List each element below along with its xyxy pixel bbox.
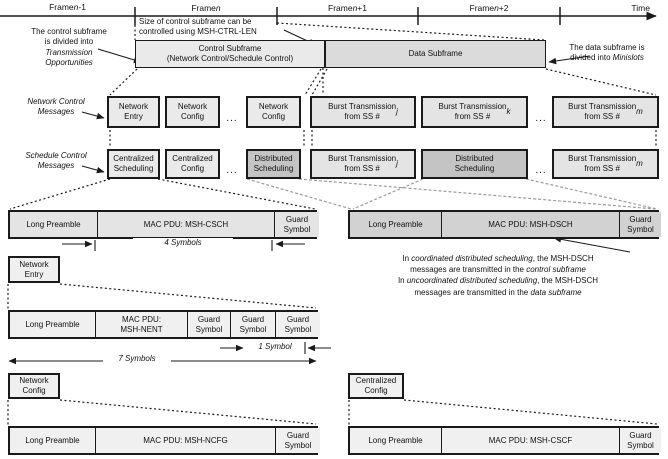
timeline-time-label: Time xyxy=(631,2,650,13)
cell-guard-symbol: Guard Symbol xyxy=(187,312,230,337)
seven-symbols-label: 7 Symbols xyxy=(103,354,171,363)
network-row-ellipsis: ... xyxy=(226,112,238,124)
network-row-ellipsis-2: ... xyxy=(535,112,547,124)
cell-long-preamble: Long Preamble xyxy=(350,212,441,237)
schedule-row-ellipsis: ... xyxy=(226,164,238,176)
cell-long-preamble: Long Preamble xyxy=(10,212,97,237)
data-subframe-box: Data Subframe xyxy=(325,40,546,68)
cell-long-preamble: Long Preamble xyxy=(350,428,441,453)
one-symbol-label: 1 Symbol xyxy=(246,342,304,351)
cell-guard-symbol: Guard Symbol xyxy=(274,212,319,237)
csch-strip: Long Preamble MAC PDU: MSH-CSCH Guard Sy… xyxy=(8,210,319,239)
cell-mac-pdu-msh-nent: MAC PDU: MSH-NENT xyxy=(95,312,187,337)
nent-strip: Long Preamble MAC PDU: MSH-NENT Guard Sy… xyxy=(8,310,320,339)
schedule-row-ellipsis-2: ... xyxy=(535,164,547,176)
cell-guard-symbol: Guard Symbol xyxy=(230,312,275,337)
cscf-strip: Long Preamble MAC PDU: MSH-CSCF Guard Sy… xyxy=(348,426,661,455)
cell-mac-pdu-msh-cscf: MAC PDU: MSH-CSCF xyxy=(441,428,619,453)
cell-mac-pdu-msh-ncfg: MAC PDU: MSH-NCFG xyxy=(95,428,275,453)
timeline-frame-n2-label: Frame n+2 xyxy=(469,2,509,13)
control-subframe-box: Control Subframe(Network Control/Schedul… xyxy=(135,40,325,68)
cell-guard-symbol: Guard Symbol xyxy=(275,312,320,337)
cell-mac-pdu-msh-csch: MAC PDU: MSH-CSCH xyxy=(97,212,274,237)
dsch-strip: Long Preamble MAC PDU: MSH-DSCH Guard Sy… xyxy=(348,210,661,239)
dsch-scheduling-note: In coordinated distributed scheduling, t… xyxy=(397,254,599,297)
cell-long-preamble: Long Preamble xyxy=(10,428,95,453)
cell-mac-pdu-msh-dsch: MAC PDU: MSH-DSCH xyxy=(441,212,619,237)
timeline-frame-n1-label: Frame n+1 xyxy=(328,2,367,13)
timeline-frame-n-label: Frame n xyxy=(191,2,221,13)
cell-guard-symbol: Guard Symbol xyxy=(619,428,661,453)
timeline-frame-n-1-label: Frame n-1 xyxy=(49,1,86,12)
cell-long-preamble: Long Preamble xyxy=(10,312,95,337)
cell-guard-symbol: Guard Symbol xyxy=(619,212,661,237)
four-symbols-label: 4 Symbols xyxy=(133,238,233,247)
ncfg-strip: Long Preamble MAC PDU: MSH-NCFG Guard Sy… xyxy=(8,426,320,455)
cell-guard-symbol: Guard Symbol xyxy=(275,428,320,453)
